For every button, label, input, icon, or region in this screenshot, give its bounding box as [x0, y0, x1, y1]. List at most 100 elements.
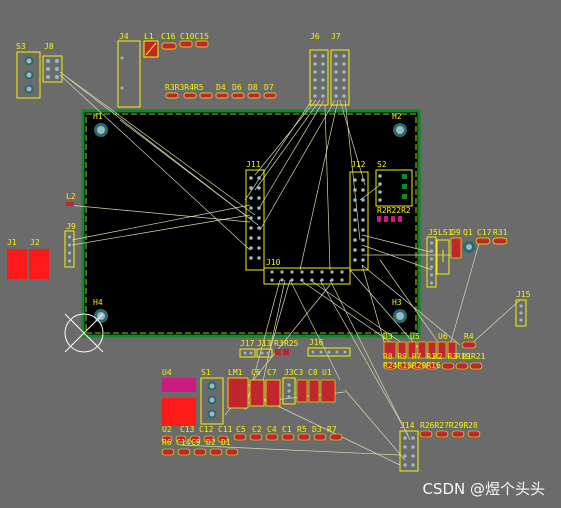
- label-resistor-row1: R8 R9 R7 R1: [383, 352, 436, 361]
- connector-j3[interactable]: [282, 377, 296, 405]
- label-c2: C2: [252, 425, 262, 434]
- connector-s3[interactable]: [16, 51, 41, 99]
- caps-c3-c8-u1[interactable]: [296, 379, 336, 403]
- header-j9[interactable]: [64, 230, 75, 268]
- regulator-u4[interactable]: [162, 378, 196, 426]
- label-j2: J2: [30, 238, 40, 247]
- label-j1: J1: [7, 238, 17, 247]
- resistor-r3-r25[interactable]: [275, 349, 289, 355]
- label-lm1: LM1: [228, 368, 243, 377]
- label-r19: R19: [456, 352, 471, 361]
- label-r6: R6: [162, 438, 172, 447]
- label-d4: D4: [216, 83, 226, 92]
- label-j13: J13: [257, 339, 272, 348]
- label-d2: D2: [206, 438, 216, 447]
- label-h1: H1: [93, 112, 103, 121]
- connector-j2[interactable]: [29, 249, 49, 279]
- resistor-row-bottom-right[interactable]: [383, 362, 483, 370]
- label-d3-bottom: D3: [312, 425, 322, 434]
- connector-j4[interactable]: [117, 40, 141, 108]
- label-c10c15: C10C15: [180, 32, 209, 41]
- label-r21: R21: [471, 352, 486, 361]
- label-c17: C17: [477, 228, 492, 237]
- header-j5[interactable]: [426, 236, 437, 288]
- label-j14: J14: [400, 421, 415, 430]
- header-j12[interactable]: [349, 171, 369, 271]
- resistor-row-top[interactable]: [165, 92, 277, 99]
- label-j8: J8: [44, 42, 54, 51]
- header-j17[interactable]: [239, 348, 256, 358]
- component-cluster-u5-u6[interactable]: [383, 341, 477, 359]
- origin-marker: [64, 313, 104, 353]
- label-s2-resistors: R2R22R2: [377, 206, 411, 215]
- header-j14[interactable]: [399, 430, 419, 472]
- label-r4: R4: [464, 332, 474, 341]
- label-h4: H4: [93, 298, 103, 307]
- transistor-q1[interactable]: [463, 241, 475, 253]
- header-j7[interactable]: [330, 49, 350, 106]
- label-c12: C12: [199, 425, 214, 434]
- board-outline: [81, 109, 421, 338]
- label-j4: J4: [119, 32, 129, 41]
- label-u2: U2: [162, 425, 172, 434]
- label-j5: J5: [428, 228, 438, 237]
- resistor-row-j14[interactable]: [419, 430, 481, 438]
- label-d9: D9: [451, 228, 461, 237]
- label-h2: H2: [392, 112, 402, 121]
- caps-c6-c7[interactable]: [249, 379, 281, 407]
- mounting-hole-h3[interactable]: [393, 309, 407, 323]
- label-j10: J10: [266, 258, 281, 267]
- inductor-l1[interactable]: [143, 40, 159, 58]
- label-c14: C14: [176, 438, 191, 447]
- label-s3: S3: [16, 42, 26, 51]
- label-d1: D1: [221, 438, 231, 447]
- header-j6[interactable]: [309, 49, 329, 106]
- connector-j8[interactable]: [42, 55, 63, 83]
- cap-c17[interactable]: [475, 237, 491, 245]
- label-c1: C1: [282, 425, 292, 434]
- ratsnest: [59, 71, 521, 466]
- resistor-array-s2[interactable]: [377, 216, 402, 222]
- header-j16[interactable]: [307, 347, 351, 357]
- label-resistor-row3: R24R10R20R16: [383, 361, 441, 370]
- label-j9: J9: [66, 222, 76, 231]
- label-c13: C13: [180, 425, 195, 434]
- connector-j1[interactable]: [7, 249, 27, 279]
- label-c6: C6: [251, 368, 261, 377]
- label-c8: C8: [308, 368, 318, 377]
- label-u4: U4: [162, 368, 172, 377]
- diode-d9[interactable]: [450, 237, 462, 259]
- resistor-r31[interactable]: [492, 237, 508, 245]
- buzzer-ls1[interactable]: [436, 239, 450, 275]
- label-resistor-group: R3R3R4R5: [165, 83, 204, 92]
- mounting-hole-h1[interactable]: [94, 123, 108, 137]
- label-u5: U5: [410, 332, 420, 341]
- cap-row-top[interactable]: [161, 40, 209, 50]
- label-r3: R3: [274, 339, 284, 348]
- label-q1: Q1: [463, 228, 473, 237]
- label-j6: J6: [310, 32, 320, 41]
- switch-s2[interactable]: [375, 169, 413, 207]
- label-c4: C4: [267, 425, 277, 434]
- regulator-lm1[interactable]: [227, 377, 249, 409]
- switch-s1[interactable]: [200, 377, 224, 425]
- smd-row-bottom[interactable]: [161, 433, 343, 456]
- label-j17: J17: [240, 339, 255, 348]
- label-j16: J16: [309, 338, 324, 347]
- header-j15[interactable]: [515, 299, 527, 327]
- label-h3: H3: [392, 298, 402, 307]
- header-j10[interactable]: [263, 267, 351, 285]
- label-c9: C9: [191, 438, 201, 447]
- header-j11[interactable]: [245, 169, 265, 271]
- label-r7: R7: [327, 425, 337, 434]
- header-j13[interactable]: [256, 348, 273, 358]
- label-ls1: LS1: [438, 228, 453, 237]
- inductor-l2[interactable]: [66, 202, 74, 206]
- mounting-hole-h2[interactable]: [393, 123, 407, 137]
- watermark: CSDN @煜个头头: [422, 480, 545, 498]
- label-u6: U6: [438, 332, 448, 341]
- label-c7: C7: [267, 368, 277, 377]
- label-d6: D6: [232, 83, 242, 92]
- label-l2: L2: [66, 192, 76, 201]
